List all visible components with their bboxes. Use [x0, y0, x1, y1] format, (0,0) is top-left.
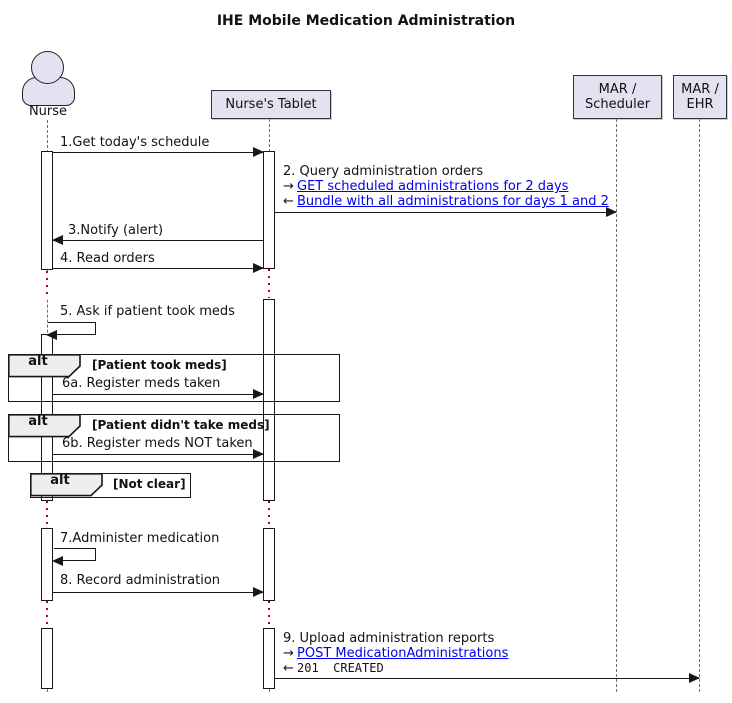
- activation-bar-tablet: [263, 528, 275, 601]
- response-arrow-icon: ←: [283, 661, 294, 676]
- alt-fragment-patient-took-meds: alt: [8, 354, 340, 402]
- message-arrow-3: [52, 235, 263, 245]
- alt-condition: [Not clear]: [113, 477, 186, 491]
- participant-label-nurse: Nurse: [28, 104, 68, 119]
- participant-box-tablet: Nurse's Tablet: [211, 90, 331, 119]
- delay-dots: [265, 601, 273, 627]
- message-label-3: 3.Notify (alert): [68, 223, 164, 238]
- message-arrow-4: [53, 263, 264, 273]
- activation-bar-nurse: [41, 151, 53, 270]
- arrowhead-icon: [52, 556, 63, 566]
- delay-dots: [43, 601, 51, 627]
- request-arrow-icon: →: [283, 646, 294, 661]
- alt-operator-pentagon: [30, 473, 103, 497]
- lifeline-ehr: [699, 119, 700, 692]
- nurse-actor-head-icon: [31, 51, 64, 84]
- activation-bar-tablet: [263, 151, 275, 269]
- message-arrow-6b: [53, 449, 264, 459]
- alt-condition: [Patient took meds]: [92, 358, 227, 372]
- message-arrow-8: [53, 587, 264, 597]
- arrowhead-icon: [253, 389, 264, 399]
- lifeline-scheduler: [616, 119, 617, 692]
- alt-operator-pentagon: [8, 354, 81, 378]
- delay-dots: [265, 269, 273, 298]
- link-get-scheduled-administrations[interactable]: GET scheduled administrations for 2 days: [297, 179, 569, 194]
- alt-condition: [Patient didn't take meds]: [92, 418, 270, 432]
- message-label-4: 4. Read orders: [60, 251, 155, 266]
- message-label-6a: 6a. Register meds taken: [62, 376, 221, 391]
- message-arrow-6a: [53, 389, 264, 399]
- arrowhead-icon: [46, 330, 57, 340]
- participant-box-ehr: MAR / EHR: [673, 75, 727, 119]
- message-label-2: 2. Query administration orders →GET sche…: [283, 164, 609, 209]
- arrowhead-icon: [253, 147, 264, 157]
- activation-bar-tablet: [263, 628, 275, 689]
- message-arrow-1: [53, 147, 264, 157]
- message-label-7: 7.Administer medication: [60, 531, 220, 546]
- message-label-6b: 6b. Register meds NOT taken: [62, 436, 253, 451]
- alt-operator-label: alt: [28, 354, 48, 369]
- arrowhead-icon: [253, 263, 264, 273]
- link-post-medication-administrations[interactable]: POST MedicationAdministrations: [297, 646, 509, 661]
- delay-dots: [265, 501, 273, 527]
- alt-operator-label: alt: [50, 473, 70, 488]
- response-status-code: 201 CREATED: [297, 661, 384, 675]
- activation-bar-tablet: [263, 299, 275, 501]
- alt-operator-pentagon: [8, 414, 81, 438]
- alt-operator-label: alt: [28, 414, 48, 429]
- message-arrow-9: [275, 673, 700, 683]
- link-bundle-administrations[interactable]: Bundle with all administrations for days…: [297, 194, 609, 209]
- message-label-1: 1.Get today's schedule: [60, 135, 210, 150]
- alt-fragment-patient-didnt-take-meds: alt: [8, 414, 340, 462]
- arrowhead-icon: [253, 449, 264, 459]
- arrowhead-icon: [689, 673, 700, 683]
- message-2-text: 2. Query administration orders: [283, 164, 484, 179]
- message-9-text: 9. Upload administration reports: [283, 631, 495, 646]
- activation-bar-nurse: [41, 628, 53, 689]
- response-arrow-icon: ←: [283, 194, 294, 209]
- request-arrow-icon: →: [283, 179, 294, 194]
- participant-box-scheduler: MAR / Scheduler: [573, 75, 662, 119]
- message-arrow-2: [275, 207, 617, 217]
- arrowhead-icon: [253, 587, 264, 597]
- message-arrow-5-self: [46, 322, 96, 340]
- alt-fragment-not-clear: alt: [30, 473, 191, 498]
- delay-dots: [43, 501, 51, 527]
- message-label-9: 9. Upload administration reports →POST M…: [283, 631, 508, 676]
- diagram-title: IHE Mobile Medication Administration: [216, 13, 516, 29]
- message-arrow-7-self: [52, 548, 96, 566]
- arrowhead-icon: [606, 207, 617, 217]
- message-label-5: 5. Ask if patient took meds: [60, 304, 235, 319]
- delay-dots: [43, 271, 51, 298]
- arrowhead-icon: [52, 235, 63, 245]
- message-label-8: 8. Record administration: [60, 573, 221, 588]
